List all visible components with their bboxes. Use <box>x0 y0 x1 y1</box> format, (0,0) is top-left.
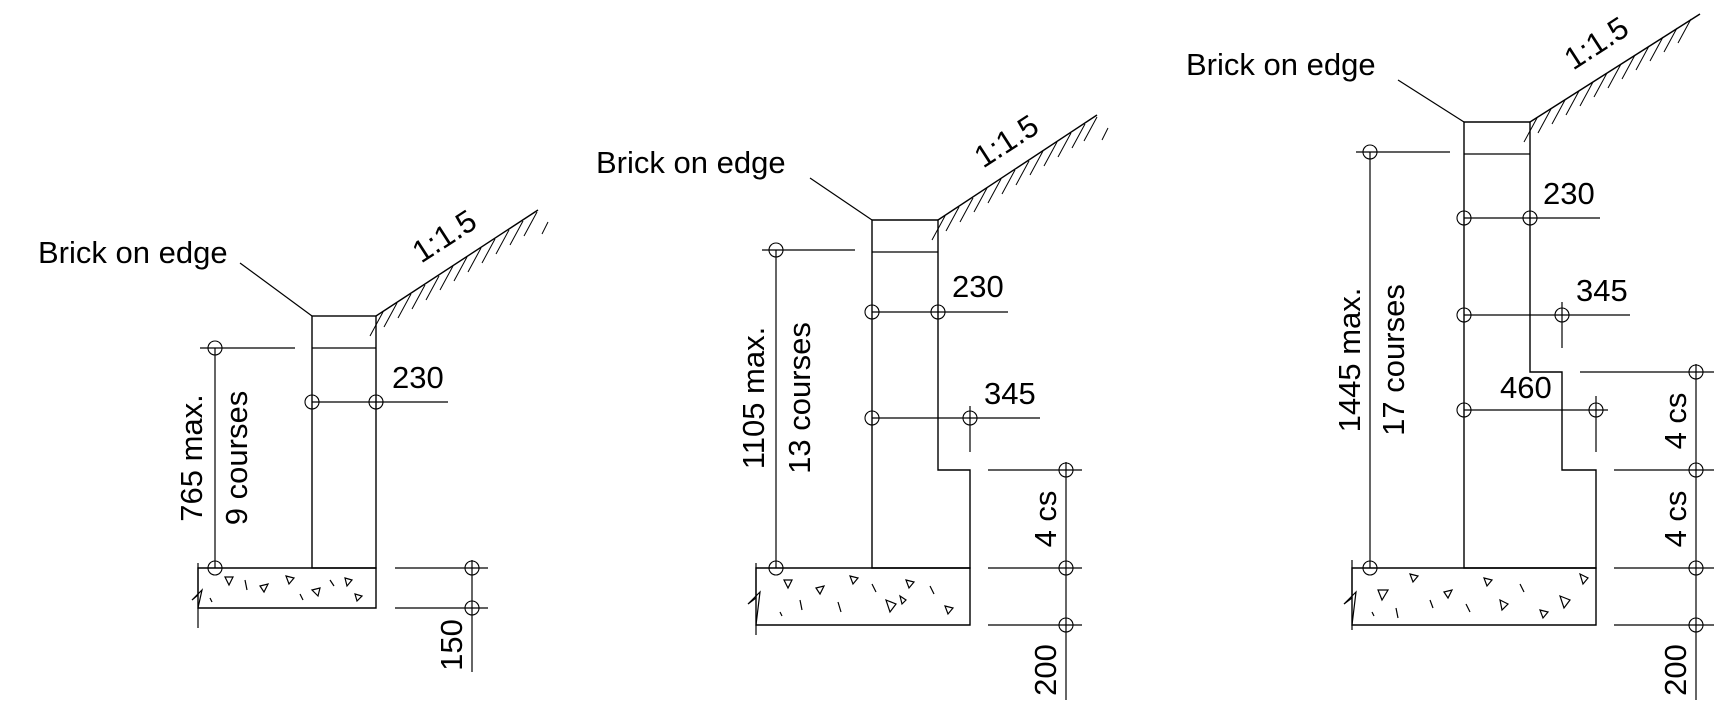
wall-c-break-line <box>1343 560 1357 630</box>
wall-b-footing <box>755 567 971 626</box>
wall-c-courses-label: 17 courses <box>1376 284 1411 436</box>
wall-c-step-marker <box>1688 462 1704 478</box>
wall-b: Brick on edge 1:1.5 1105 max. 13 courses… <box>596 108 1109 700</box>
wall-c-slope-hatch <box>1523 18 1692 143</box>
wall-a-width-marker <box>368 394 384 410</box>
wall-b-step-marker <box>1058 462 1074 478</box>
wall-b-courses-label: 13 courses <box>782 322 817 474</box>
wall-c-footing-label: 200 <box>1658 644 1693 696</box>
wall-c-aggregate <box>1371 572 1589 620</box>
wall-c-slope-label: 1:1.5 <box>1558 10 1635 77</box>
wall-c-footing-marker <box>1688 617 1704 633</box>
wall-b-width-marker <box>962 410 978 426</box>
wall-b-width-marker <box>864 304 880 320</box>
wall-a-break-line <box>191 563 204 628</box>
wall-a-footing-marker <box>464 600 480 616</box>
wall-a-height-label: 765 max. <box>174 394 209 522</box>
wall-b-width-label-230: 230 <box>952 269 1004 304</box>
wall-b-step-label: 4 cs <box>1028 491 1063 548</box>
wall-b-footing-label: 200 <box>1028 644 1063 696</box>
wall-a-footing <box>197 567 377 609</box>
wall-c-height-marker <box>1362 560 1378 576</box>
wall-c-height-label: 1445 max. <box>1332 288 1367 433</box>
wall-a-height-marker <box>207 340 223 356</box>
wall-a-height-marker <box>207 560 223 576</box>
wall-c: Brick on edge 1:1.5 1445 max. 17 courses… <box>1186 10 1714 700</box>
wall-c-width-marker <box>1456 210 1472 226</box>
wall-b-height-marker <box>768 242 784 258</box>
wall-c-width-marker <box>1522 210 1538 226</box>
wall-b-aggregate <box>779 575 955 617</box>
wall-b-footing-marker <box>1058 617 1074 633</box>
wall-a-courses-label: 9 courses <box>219 391 254 525</box>
wall-b-step-marker <box>1058 560 1074 576</box>
wall-a-width-label: 230 <box>392 360 444 395</box>
wall-a-body <box>311 315 377 569</box>
wall-a-slope-label: 1:1.5 <box>406 203 483 270</box>
wall-c-slope <box>1529 13 1701 123</box>
wall-a-leader <box>239 262 313 317</box>
wall-a-footing-label: 150 <box>434 619 469 671</box>
wall-c-width-label-230: 230 <box>1543 176 1595 211</box>
wall-b-break-line <box>747 563 761 635</box>
wall-c-width-marker <box>1554 307 1570 323</box>
wall-a-footing-marker <box>464 560 480 576</box>
wall-c-step-marker <box>1688 364 1704 380</box>
wall-c-step-label-upper: 4 cs <box>1658 393 1693 450</box>
wall-b-slope <box>937 114 1098 221</box>
wall-c-coping-label: Brick on edge <box>1186 47 1376 82</box>
wall-c-width-label-345: 345 <box>1576 273 1628 308</box>
wall-c-width-marker <box>1456 307 1472 323</box>
wall-c-height-marker <box>1362 144 1378 160</box>
wall-c-width-label-460: 460 <box>1500 370 1552 405</box>
wall-c-width-marker <box>1588 402 1604 418</box>
wall-c-step-label-lower: 4 cs <box>1658 491 1693 548</box>
wall-a-slope-hatch <box>369 211 549 337</box>
wall-a-slope <box>375 209 539 317</box>
wall-c-width-marker <box>1456 402 1472 418</box>
wall-a-aggregate <box>209 575 364 603</box>
wall-c-footing <box>1351 567 1597 626</box>
wall-c-step-marker <box>1688 560 1704 576</box>
wall-b-height-label: 1105 max. <box>736 327 771 469</box>
wall-b-coping-label: Brick on edge <box>596 145 786 180</box>
wall-b-width-marker <box>864 410 880 426</box>
wall-b-slope-hatch <box>931 116 1109 241</box>
wall-a-width-marker <box>304 394 320 410</box>
wall-a-coping-label: Brick on edge <box>38 235 228 270</box>
wall-b-width-marker <box>930 304 946 320</box>
wall-b-width-label-345: 345 <box>984 376 1036 411</box>
wall-c-leader <box>1397 79 1465 123</box>
wall-a: Brick on edge 1:1.5 765 max. 9 courses 2… <box>38 203 549 672</box>
wall-b-height-marker <box>768 560 784 576</box>
wall-b-slope-label: 1:1.5 <box>968 108 1045 175</box>
wall-b-leader <box>809 177 873 221</box>
